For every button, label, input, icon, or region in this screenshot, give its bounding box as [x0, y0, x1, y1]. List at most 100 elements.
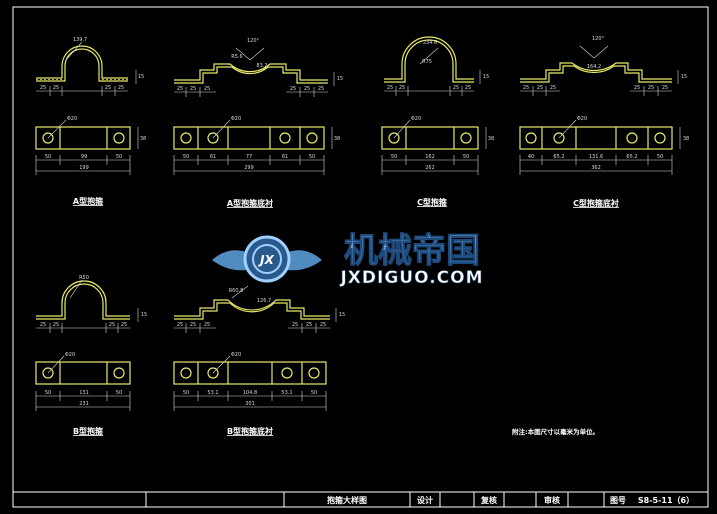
- a-plan-span-1: 50: [45, 154, 51, 160]
- b-clamp-plan: [35, 361, 131, 385]
- a-plan-hole: Φ20: [67, 116, 77, 122]
- a-elev-foot-1: 25: [40, 85, 46, 91]
- watermark-title: 机械帝国: [344, 231, 480, 271]
- c-elev-height: 15: [483, 74, 489, 80]
- title-number: S8-5-11（6）: [638, 495, 694, 505]
- b-pad-plan-hole: Φ20: [231, 352, 241, 358]
- c-pad-foot-5: 25: [648, 85, 654, 91]
- b-plan-dims: [35, 355, 131, 411]
- a-elev-foot-3: 25: [105, 85, 111, 91]
- a-pad-plan-span-2: 61: [210, 154, 216, 160]
- c-elev-foot-3: 25: [453, 85, 459, 91]
- b-pad-elevation: [174, 299, 330, 320]
- watermark-logo: JX: [212, 235, 322, 283]
- b-pad-foot-6: 25: [320, 322, 326, 328]
- a-plan-dims: [35, 119, 139, 175]
- title-approve-label: 审核: [544, 495, 560, 505]
- b-pad-arc: 126.7: [257, 298, 271, 304]
- a-clamp-elevation: [36, 45, 128, 82]
- c-pad-plan: [519, 126, 673, 150]
- b-pad-plan-dims: [173, 355, 327, 411]
- watermark-url: JXDIGUO.COM: [339, 268, 483, 288]
- watermark-logo-text: JX: [258, 253, 274, 267]
- c-pad-dims: [520, 45, 679, 96]
- b-pad-dims: [174, 285, 337, 333]
- b-clamp-elevation: [36, 280, 130, 320]
- title-block: [13, 491, 708, 507]
- b-elev-foot-2: 25: [53, 322, 59, 328]
- b-elev-foot-1: 25: [40, 322, 46, 328]
- c-plan-span-2: 162: [425, 154, 435, 160]
- a-elev-arc: 139.7: [73, 37, 87, 43]
- a-clamp-dims: [36, 41, 137, 96]
- c-pad-arc: 164.2: [587, 64, 601, 70]
- c-pad-foot-1: 25: [523, 85, 529, 91]
- a-pad-foot-4: 25: [290, 86, 296, 92]
- a-pad-plan-span-3: 77: [246, 154, 252, 160]
- c-pad-plan-span-5: 50: [657, 154, 663, 160]
- c-pad-label: C型抱箍底衬: [573, 198, 619, 208]
- a-pad-plan-dims: [173, 119, 333, 175]
- a-pad-foot-3: 25: [204, 86, 210, 92]
- a-pad-elevation: [174, 63, 328, 84]
- c-pad-foot-3: 25: [550, 85, 556, 91]
- b-pad-label: B型抱箍底衬: [227, 426, 273, 436]
- b-pad-foot-2: 25: [190, 322, 196, 328]
- b-plan-span-3: 50: [116, 390, 122, 396]
- drawing-frame: [12, 6, 709, 508]
- b-pad-plan-span-2: 53.1: [207, 390, 218, 396]
- c-plan-dims: [381, 119, 487, 175]
- c-plan-hole: Φ20: [411, 116, 421, 122]
- a-pad-plan-width: 38: [334, 136, 340, 142]
- a-pad-plan: [173, 126, 325, 150]
- c-pad-height: 15: [681, 74, 687, 80]
- a-pad-label: A型抱箍底衬: [227, 198, 273, 208]
- c-elev-foot-1: 25: [387, 85, 393, 91]
- b-pad-plan-span-3: 104.8: [243, 390, 257, 396]
- c-elev-foot-4: 25: [465, 85, 471, 91]
- a-elev-foot-4: 25: [118, 85, 124, 91]
- b-elev-radius: R50: [79, 275, 89, 281]
- title-review-label: 复核: [480, 495, 497, 505]
- c-pad-plan-width: 38: [683, 136, 689, 142]
- c-pad-plan-dims: [519, 119, 681, 175]
- a-pad-foot-2: 25: [190, 86, 196, 92]
- b-pad-plan-span-4: 53.1: [281, 390, 292, 396]
- c-pad-plan-span-2: 65.2: [553, 154, 564, 160]
- c-clamp-label: C型抱箍: [417, 197, 447, 207]
- a-elev-height: 15: [138, 74, 144, 80]
- c-pad-plan-total: 362: [591, 165, 601, 171]
- b-elev-foot-4: 25: [121, 322, 127, 328]
- c-pad-plan-hole: Φ20: [577, 116, 587, 122]
- c-clamp-dims: [384, 47, 481, 96]
- c-pad-foot-2: 25: [537, 85, 543, 91]
- a-pad-foot-5: 25: [304, 86, 310, 92]
- b-pad-foot-3: 25: [204, 322, 210, 328]
- title-design-label: 设计: [417, 495, 433, 505]
- b-pad-radius: R60.8: [229, 288, 244, 294]
- drawing-note: 附注:本图尺寸以毫米为单位。: [512, 427, 599, 436]
- c-elev-radius: R75: [422, 59, 432, 65]
- b-pad-plan-total: 301: [245, 401, 255, 407]
- c-plan-width: 38: [488, 136, 494, 142]
- title-drawing-name: 抱箍大样图: [327, 495, 367, 505]
- b-pad-foot-5: 25: [306, 322, 312, 328]
- b-pad-plan-span-1: 50: [183, 390, 189, 396]
- a-pad-height: 15: [337, 76, 343, 82]
- c-pad-angle: 120°: [592, 36, 605, 42]
- a-pad-plan-hole: Φ20: [231, 116, 241, 122]
- a-pad-foot-6: 25: [318, 86, 324, 92]
- c-pad-plan-span-1: 40: [528, 154, 534, 160]
- a-clamp-plan: [35, 126, 131, 150]
- b-plan-total: 231: [79, 401, 89, 407]
- c-plan-total: 262: [425, 165, 435, 171]
- b-plan-span-1: 50: [45, 390, 51, 396]
- b-clamp-dims: [36, 279, 139, 333]
- c-plan-span-1: 50: [391, 154, 397, 160]
- a-plan-span-2: 99: [81, 154, 87, 160]
- a-elev-foot-2: 25: [53, 85, 59, 91]
- b-pad-plan: [173, 361, 327, 385]
- a-pad-plan-span-4: 61: [282, 154, 288, 160]
- c-pad-plan-span-4: 65.2: [626, 154, 637, 160]
